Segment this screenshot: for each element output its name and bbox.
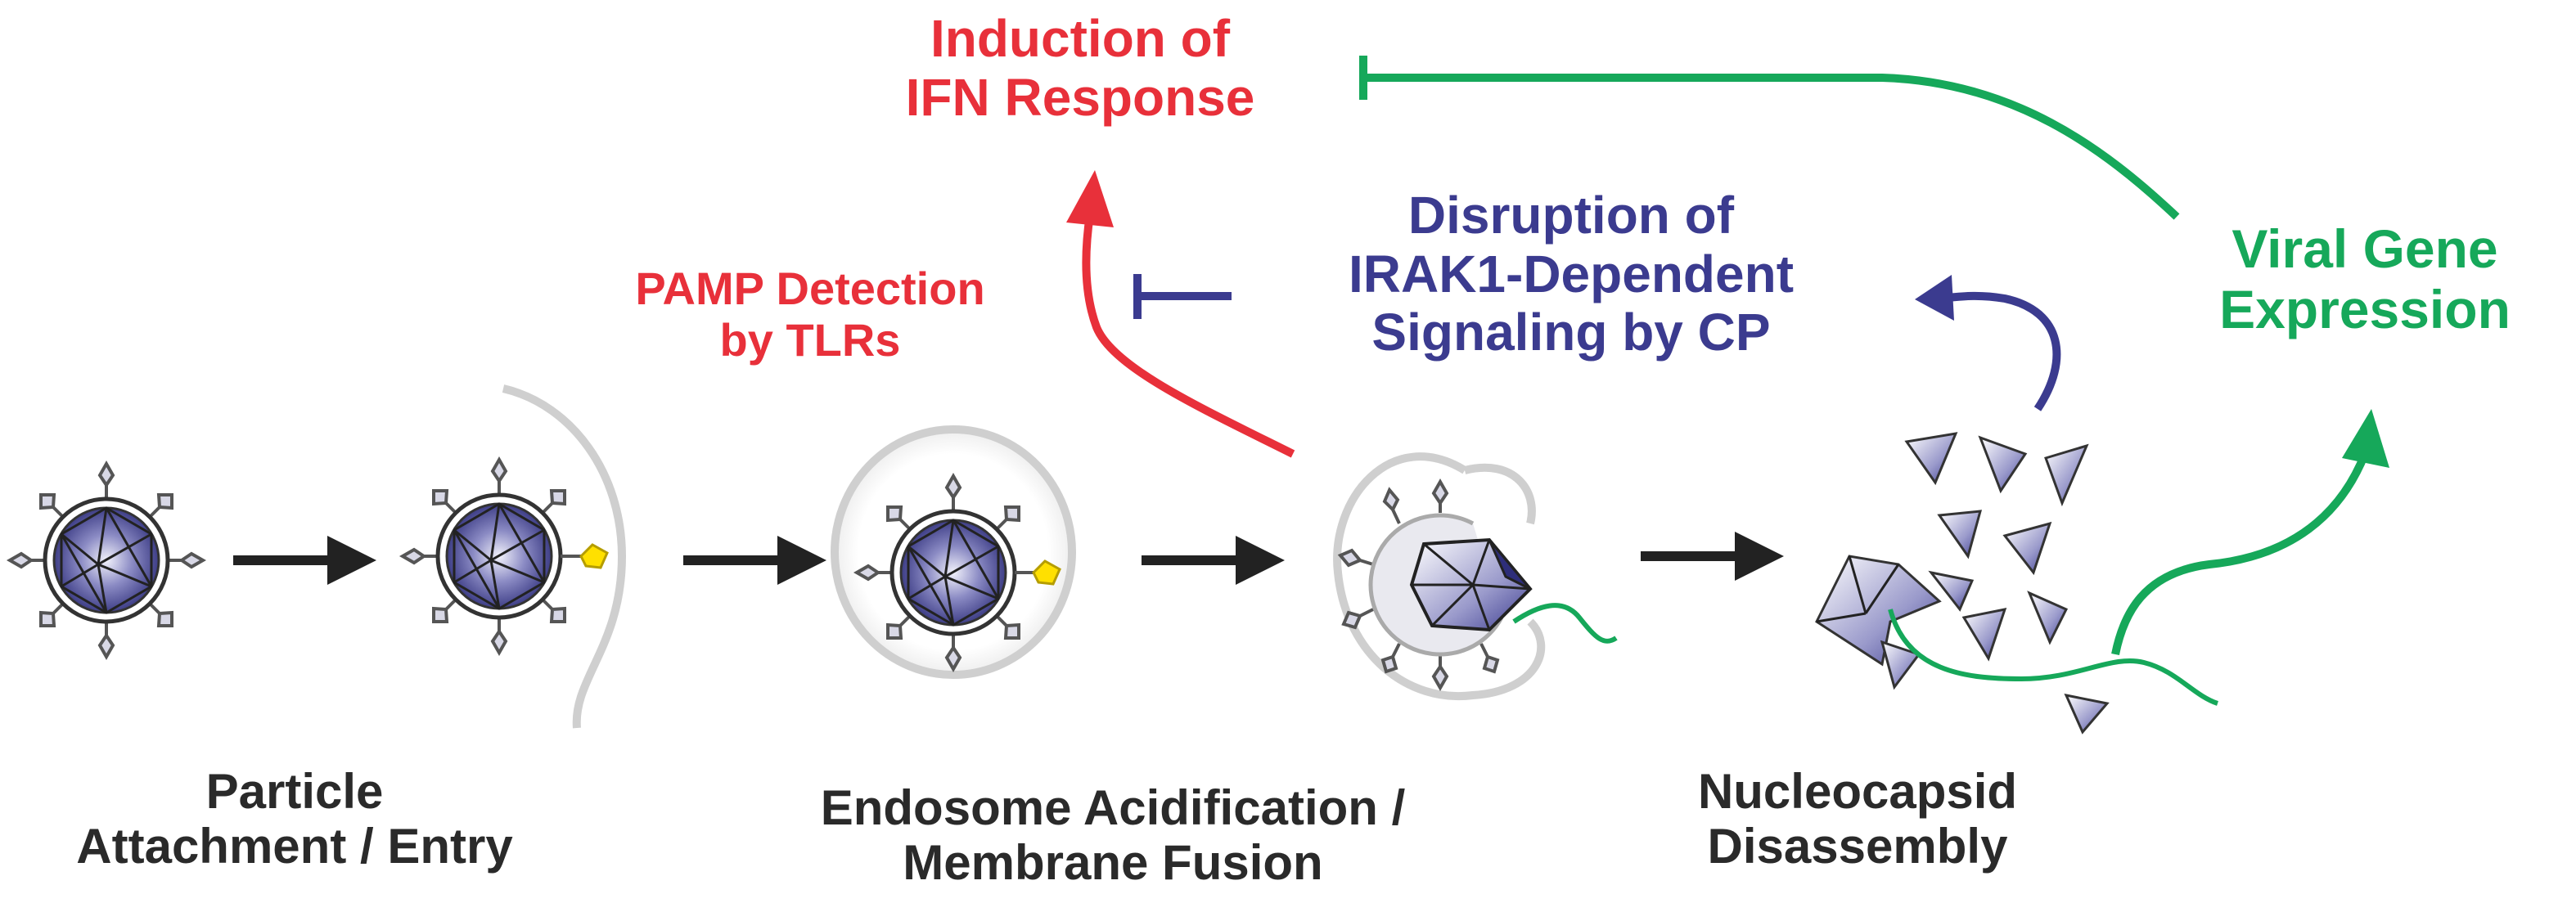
pamp-detection-arrow — [1066, 170, 1295, 458]
ifn-response-line1: Induction of — [930, 9, 1231, 68]
virus-particle-attaching — [399, 456, 609, 657]
stage-attachment-label: Particle Attachment / Entry — [16, 764, 573, 874]
irak1-inhibition-line — [1133, 274, 1232, 319]
stage-arrow-2 — [683, 536, 826, 585]
viral-rna-2 — [1888, 609, 2219, 706]
ifn-response-label: Induction of IFN Response — [826, 9, 1334, 127]
spike-icons — [6, 460, 207, 661]
stage-disassembly-line2: Disassembly — [1707, 819, 2008, 874]
gene-expression-arrow — [2111, 409, 2389, 655]
stage-disassembly-line1: Nucleocapsid — [1697, 764, 2018, 819]
virus-particle-endosome — [853, 472, 1061, 673]
ifn-response-line2: IFN Response — [905, 67, 1255, 127]
receptor-icon — [1015, 559, 1061, 586]
cell-membrane — [502, 384, 627, 729]
stage-endosome-label: Endosome Acidification / Membrane Fusion — [704, 780, 1522, 890]
stage-arrow-4 — [1641, 532, 1784, 581]
stage-arrow-3 — [1142, 536, 1285, 585]
capsid-protein-arrow — [1915, 275, 2061, 411]
virus-particle-free — [6, 460, 207, 661]
stage-disassembly-label: Nucleocapsid Disassembly — [1620, 764, 2095, 874]
viral-gene-expression-label: Viral Gene Expression — [2160, 218, 2569, 340]
disruption-line1: Disruption of — [1407, 186, 1735, 245]
stage-arrow-1 — [233, 536, 376, 585]
viral-gene-line1: Viral Gene — [2231, 218, 2498, 279]
disruption-line2: IRAK1-Dependent — [1348, 244, 1795, 303]
viral-gene-inhibition-line — [1359, 56, 2180, 220]
stage-attachment-line2: Attachment / Entry — [76, 819, 513, 874]
stage-endosome-line2: Membrane Fusion — [903, 835, 1323, 891]
stage-attachment-line1: Particle — [205, 764, 384, 819]
pamp-detection-line2: by TLRs — [719, 313, 901, 366]
viral-rna-1 — [1512, 603, 1618, 644]
capsid-fragments — [1815, 432, 2110, 735]
receptor-icon — [561, 543, 609, 569]
virus-particle-fusing — [1337, 478, 1533, 692]
disruption-line3: Signaling by CP — [1371, 303, 1771, 362]
stage-endosome-line1: Endosome Acidification / — [820, 780, 1406, 835]
endosome-2 — [1333, 452, 1546, 701]
pamp-detection-line1: PAMP Detection — [635, 263, 985, 314]
viral-gene-line2: Expression — [2219, 278, 2511, 339]
disruption-label: Disruption of IRAK1-Dependent Signaling … — [1244, 186, 1898, 362]
pamp-detection-label: PAMP Detection by TLRs — [565, 263, 1056, 366]
